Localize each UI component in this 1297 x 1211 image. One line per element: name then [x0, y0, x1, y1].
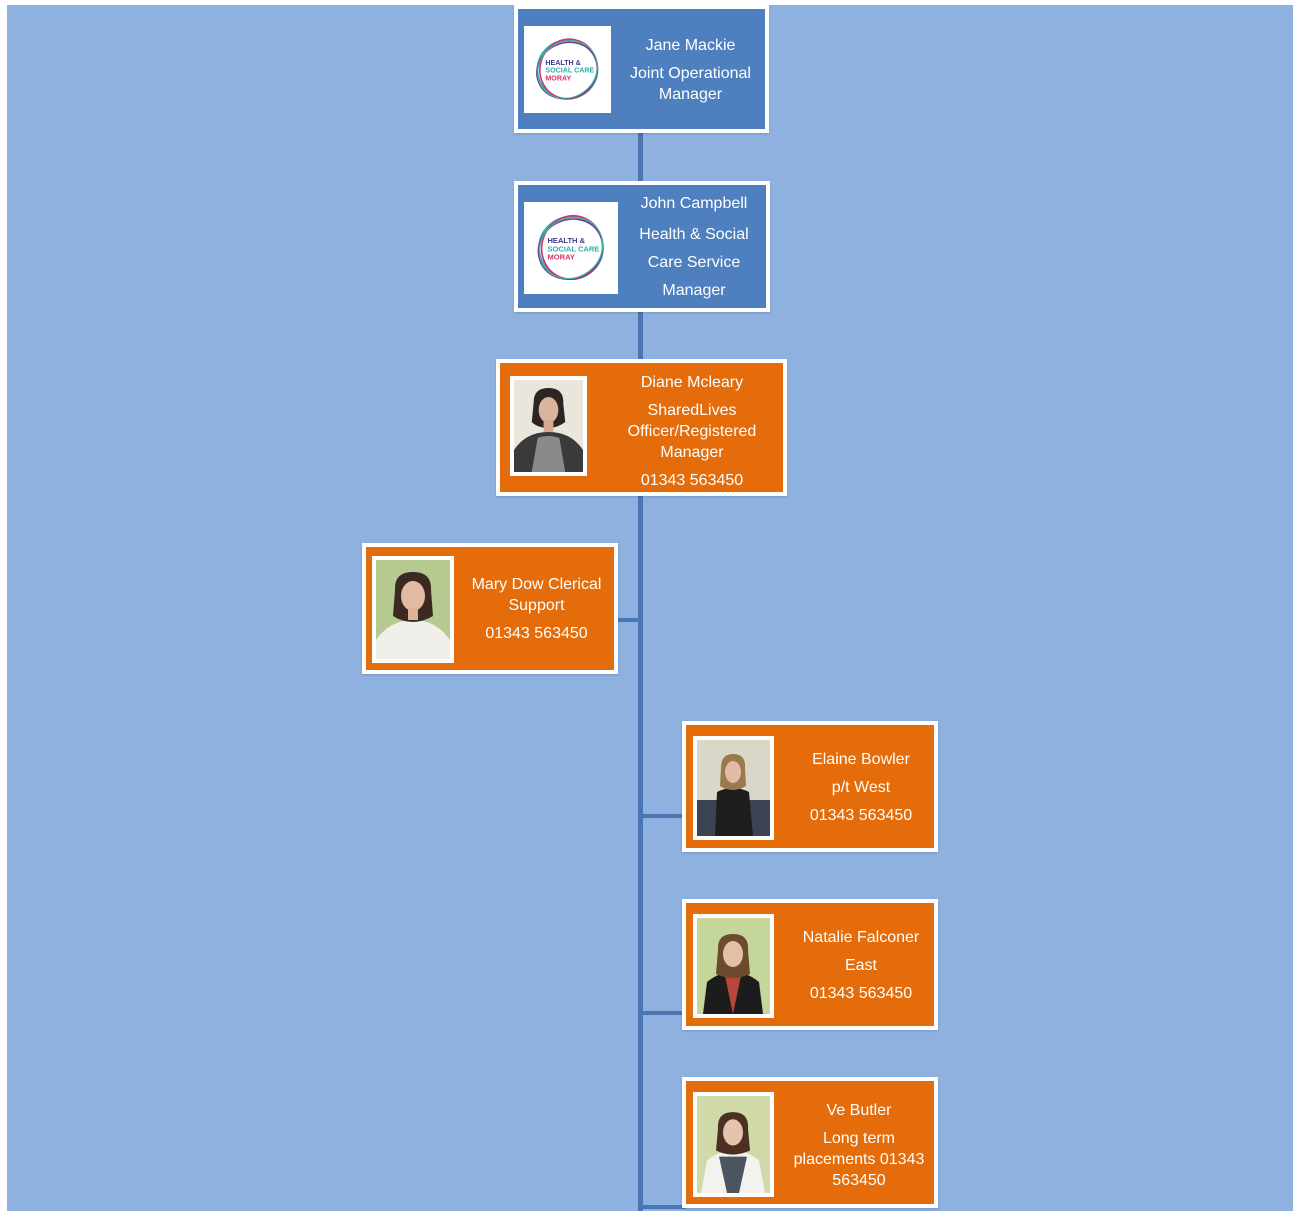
connector-natalie [638, 1011, 686, 1015]
connector-ve [638, 1205, 686, 1209]
connector-trunk [638, 132, 643, 1211]
node-role: p/t West [831, 778, 891, 796]
node-phone: 01343 563450 [640, 471, 744, 489]
org-node-diane-mcleary[interactable]: Diane Mcleary SharedLives Officer/Regist… [496, 359, 787, 496]
svg-text:MORAY: MORAY [545, 75, 571, 83]
staff-photo [693, 736, 774, 840]
node-name: Natalie Falconer [802, 928, 920, 946]
node-text: Jane Mackie Joint Operational Manager [618, 23, 763, 117]
staff-photo [693, 1092, 774, 1197]
node-name: Mary Dow Clerical Support [471, 576, 602, 614]
node-text: Mary Dow Clerical Support 01343 563450 [464, 559, 609, 659]
node-name: Jane Mackie [645, 37, 736, 54]
node-text: John Campbell Health & Social Care Servi… [623, 195, 765, 302]
connector-elaine [638, 814, 686, 818]
node-text: Elaine Bowler p/t West 01343 563450 [791, 737, 931, 837]
node-role: Joint Operational Manager [630, 65, 751, 103]
svg-text:MORAY: MORAY [547, 253, 574, 262]
node-name: Diane Mcleary [640, 373, 744, 391]
org-node-mary-dow[interactable]: Mary Dow Clerical Support 01343 563450 [362, 543, 618, 674]
org-node-ve-butler[interactable]: Ve Butler Long term placements 01343 563… [682, 1077, 938, 1208]
svg-text:HEALTH &: HEALTH & [545, 59, 580, 67]
node-name: John Campbell [640, 194, 748, 212]
node-phone: 01343 563450 [809, 984, 913, 1002]
node-role: East [844, 956, 877, 974]
node-phone: 01343 563450 [809, 806, 913, 824]
staff-photo [372, 556, 454, 663]
staff-photo [510, 376, 587, 476]
node-text: Natalie Falconer East 01343 563450 [786, 915, 936, 1015]
node-role: Health & Social Care Service Manager [639, 225, 749, 299]
node-text: Diane Mcleary SharedLives Officer/Regist… [612, 371, 772, 491]
node-name: Ve Butler [826, 1101, 892, 1119]
staff-photo [693, 914, 774, 1018]
svg-text:SOCIAL CARE: SOCIAL CARE [547, 244, 599, 253]
org-node-natalie-falconer[interactable]: Natalie Falconer East 01343 563450 [682, 899, 938, 1030]
node-role: SharedLives Officer/Registered Manager [627, 401, 757, 461]
node-name: Elaine Bowler [812, 750, 910, 768]
svg-text:SOCIAL CARE: SOCIAL CARE [545, 67, 594, 75]
org-node-elaine-bowler[interactable]: Elaine Bowler p/t West 01343 563450 [682, 721, 938, 852]
node-role: Long term placements 01343 563450 [793, 1129, 925, 1189]
svg-text:HEALTH &: HEALTH & [547, 236, 585, 245]
connector-mary [613, 618, 643, 622]
node-phone: 01343 563450 [485, 625, 588, 642]
node-text: Ve Butler Long term placements 01343 563… [783, 1089, 935, 1201]
